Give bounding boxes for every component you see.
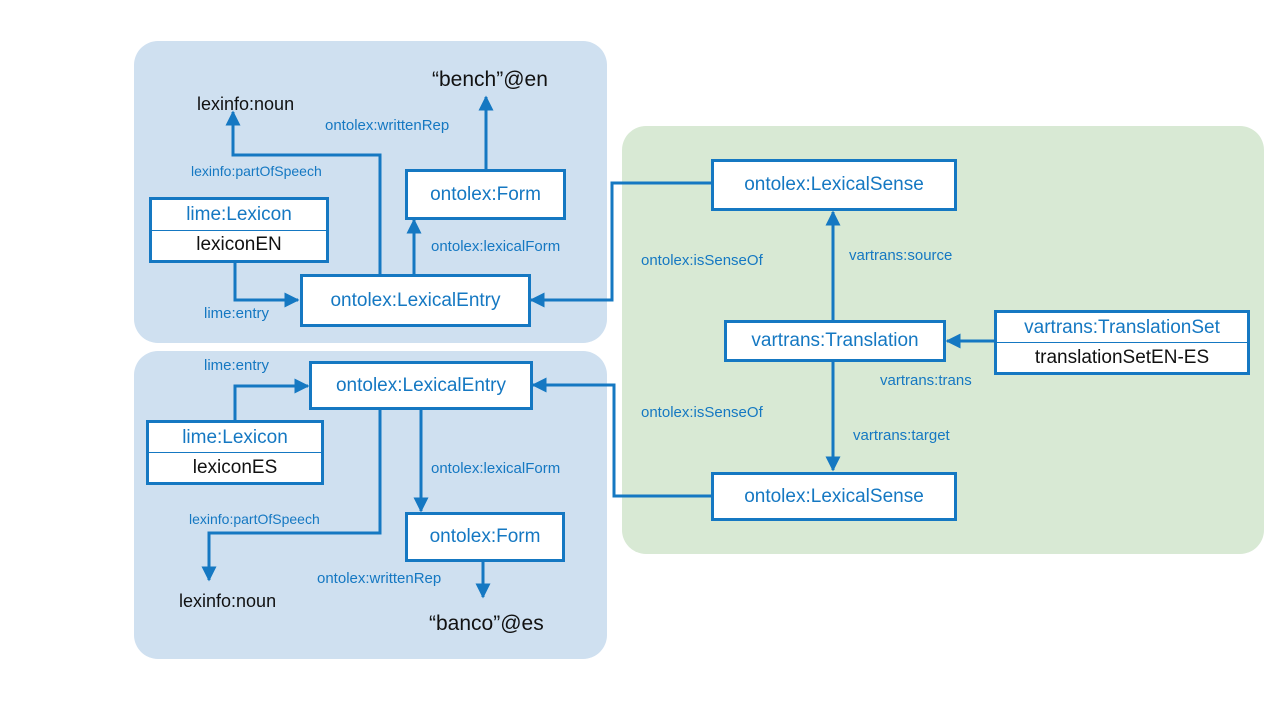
trans-label: vartrans:trans [880, 372, 972, 389]
es-lexical-entry-node: ontolex:LexicalEntry [309, 361, 533, 410]
translation-set-node: vartrans:TranslationSet translationSetEN… [994, 310, 1250, 375]
en-lexicon-node: lime:Lexicon lexiconEN [149, 197, 329, 263]
es-pos-value: lexinfo:noun [179, 591, 277, 611]
en-entry-edge [233, 263, 300, 308]
en-is-sense-of-edge [529, 181, 711, 308]
en-lexicon-name: lexiconEN [196, 234, 282, 256]
es-written-rep-label: ontolex:writtenRep [317, 570, 442, 587]
en-pos-edge [225, 110, 382, 274]
en-lexical-form-label: ontolex:lexicalForm [431, 238, 561, 255]
en-pos-value: lexinfo:noun [197, 94, 295, 114]
es-pos-edge [201, 410, 382, 582]
es-lexicon-class: lime:Lexicon [149, 423, 321, 453]
translation-set-class: vartrans:TranslationSet [997, 313, 1247, 343]
es-lexical-sense-node: ontolex:LexicalSense [711, 472, 957, 521]
en-form-node: ontolex:Form [405, 169, 566, 220]
es-is-sense-of-edge [531, 377, 711, 498]
es-entry-edge [233, 378, 310, 420]
en-lexicon-class: lime:Lexicon [152, 200, 326, 231]
en-written-rep-label: ontolex:writtenRep [325, 117, 450, 134]
en-literal: “bench”@en [432, 68, 548, 91]
translation-set-name: translationSetEN-ES [1034, 346, 1210, 368]
es-lexical-form-label: ontolex:lexicalForm [431, 460, 561, 477]
es-literal: “banco”@es [429, 612, 544, 635]
en-entry-label: lime:entry [204, 305, 270, 322]
es-form-node: ontolex:Form [405, 512, 565, 562]
en-pos-label: lexinfo:partOfSpeech [191, 163, 322, 179]
en-is-sense-of-label: ontolex:isSenseOf [641, 252, 763, 269]
es-is-sense-of-label: ontolex:isSenseOf [641, 404, 763, 421]
source-label: vartrans:source [849, 247, 953, 264]
es-entry-label: lime:entry [204, 357, 270, 374]
en-lexical-sense-node: ontolex:LexicalSense [711, 159, 957, 211]
es-lexicon-name: lexiconES [192, 456, 278, 478]
es-pos-label: lexinfo:partOfSpeech [189, 511, 320, 527]
es-lexicon-node: lime:Lexicon lexiconES [146, 420, 324, 485]
en-lexical-entry-node: ontolex:LexicalEntry [300, 274, 531, 327]
target-label: vartrans:target [853, 427, 950, 444]
translation-node: vartrans:Translation [724, 320, 946, 362]
